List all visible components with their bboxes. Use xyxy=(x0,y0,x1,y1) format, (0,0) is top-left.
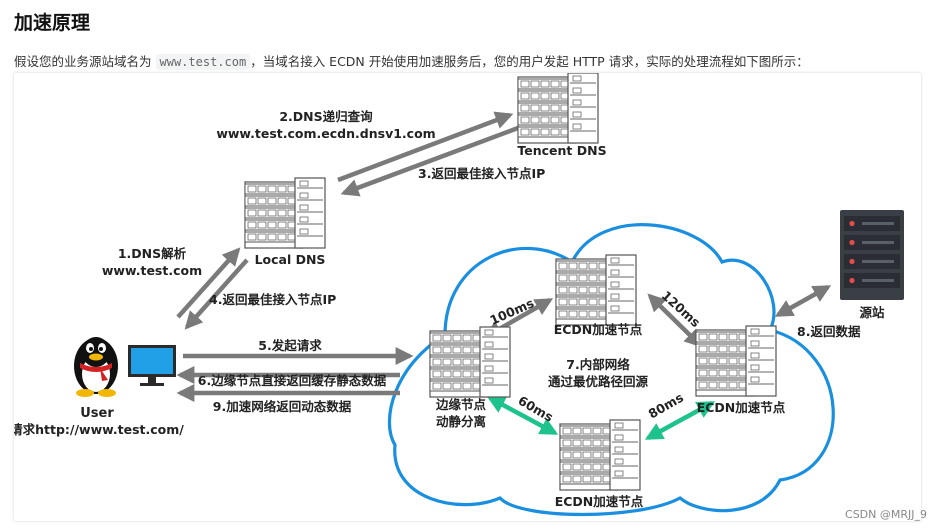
ecdn-cloud-outline xyxy=(387,223,835,517)
step1-label-line1: 1.DNS解析 xyxy=(118,246,187,261)
step3-label: 3.返回最佳接入节点IP xyxy=(418,166,545,181)
step2-label-line1: 2.DNS递归查询 xyxy=(279,109,373,124)
arrow-right-origin xyxy=(774,285,832,317)
arrow-dns-resolve xyxy=(176,247,241,319)
arrow-return-ip-2 xyxy=(184,258,249,330)
page-title: 加速原理 xyxy=(14,12,91,34)
arrow-top-right xyxy=(647,293,703,348)
diagram-panel: Tencent DNS Local DNS User 请求http://www.… xyxy=(10,73,921,521)
server-rack-icon-edge xyxy=(430,327,510,397)
server-rack-icon-ecdn-bottom xyxy=(560,420,640,490)
step1-label-line2: www.test.com xyxy=(102,263,202,278)
intro-text-after: ，当域名接入 ECDN 开始使用加速服务后，您的用户发起 HTTP 请求，实际的… xyxy=(250,54,809,69)
server-rack-icon-ecdn-top xyxy=(556,255,636,325)
origin-server-icon xyxy=(840,210,904,300)
step7-label-line1: 7.内部网络 xyxy=(566,357,630,372)
latency-bottom-right: 80ms xyxy=(646,390,686,422)
ecdn-flow-diagram: Tencent DNS Local DNS User 请求http://www.… xyxy=(10,73,904,517)
intro-text-before: 假设您的业务源站域名为 xyxy=(14,54,152,69)
local-dns-label: Local DNS xyxy=(255,252,326,267)
intro-domain-code: www.test.com xyxy=(155,54,251,70)
step7-label-line2: 通过最优路径回源 xyxy=(548,374,649,389)
intro-paragraph: 假设您的业务源站域名为 www.test.com，当域名接入 ECDN 开始使用… xyxy=(14,51,809,70)
user-penguin-icon xyxy=(74,337,118,397)
step5-label: 5.发起请求 xyxy=(258,338,322,353)
step8-label: 8.返回数据 xyxy=(797,324,861,339)
server-rack-icon-ecdn-right xyxy=(696,326,776,396)
monitor-icon xyxy=(128,345,176,386)
arrow-bottom-right xyxy=(644,401,716,440)
user-label: User xyxy=(80,406,114,421)
server-rack-icon-local-dns xyxy=(245,178,325,248)
ecdn-top-label: ECDN加速节点 xyxy=(554,322,643,337)
green-arrows xyxy=(486,396,716,440)
step9-label: 9.加速网络返回动态数据 xyxy=(213,399,352,414)
gray-arrows xyxy=(176,111,832,402)
ecdn-bottom-label: ECDN加速节点 xyxy=(555,494,644,509)
user-request-label: 请求http://www.test.com/ xyxy=(14,422,184,437)
step6-label: 6.边缘节点直接返回缓存静态数据 xyxy=(198,373,387,388)
server-rack-icon-tencent-dns xyxy=(518,73,598,143)
arrow-dns-recursive xyxy=(337,111,514,183)
tencent-dns-label: Tencent DNS xyxy=(517,143,606,158)
edge-node-label-line1: 边缘节点 xyxy=(435,397,487,412)
step2-label-line2: www.test.com.ecdn.dnsv1.com xyxy=(216,126,435,141)
watermark: CSDN @MRJJ_9 xyxy=(845,508,927,521)
arrow-edge-bottom xyxy=(486,396,559,435)
edge-node-label-line2: 动静分离 xyxy=(436,414,486,429)
latency-edge-bottom: 60ms xyxy=(516,393,556,425)
arrow-return-ip-1 xyxy=(340,125,519,197)
ecdn-right-label: ECDN加速节点 xyxy=(697,400,786,415)
step4-label: 4.返回最佳接入节点IP xyxy=(209,292,336,307)
origin-label: 源站 xyxy=(859,305,885,320)
